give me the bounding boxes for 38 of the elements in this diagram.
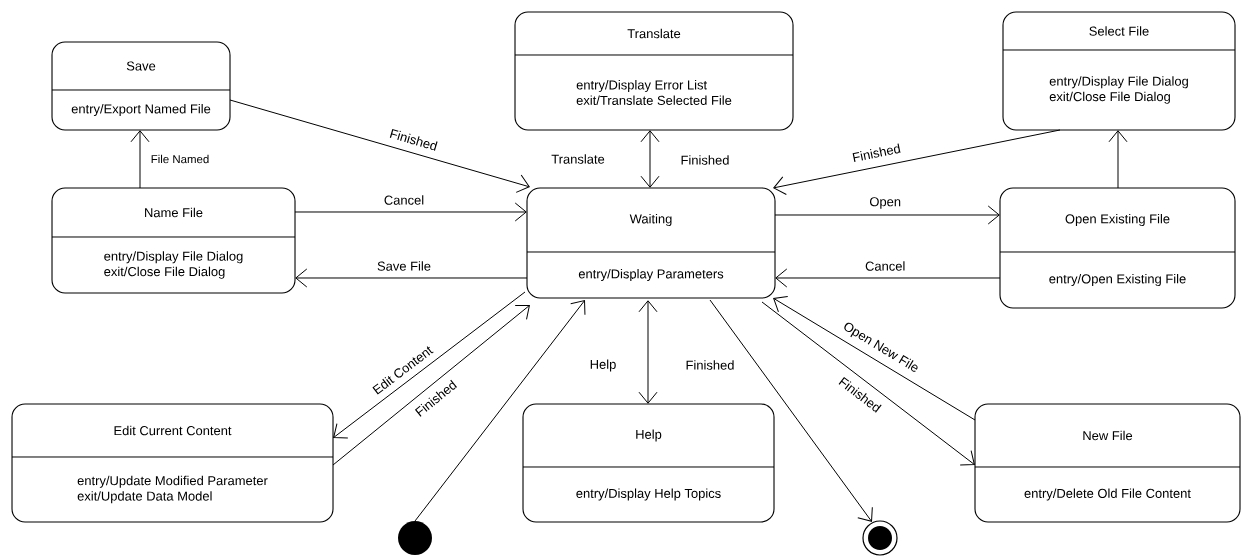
transition-arrow	[333, 291, 526, 439]
edge-label: Help	[588, 358, 618, 373]
transition-arrow	[294, 202, 527, 222]
initial-state	[398, 521, 432, 555]
transition-arrow	[640, 130, 660, 188]
state-box: Help entry/Display Help Topics	[522, 403, 775, 523]
edge-label: Finished	[850, 142, 903, 164]
transition-label: Finished	[684, 359, 736, 371]
state-box: Select File entry/Display File Dialog exit/Close File Dialog	[1002, 11, 1236, 131]
state-box: Open Existing File entry/Open Existing File	[999, 187, 1236, 309]
transition-arrow	[1108, 130, 1128, 189]
transition-arrow	[229, 99, 530, 193]
transition-arrow	[773, 129, 1061, 195]
final-state	[862, 520, 898, 556]
edge-label: File Named	[149, 153, 211, 165]
state-box: New File entry/Delete Old File Content	[974, 403, 1241, 523]
state-box: Save entry/Export Named File	[51, 41, 231, 131]
edge-label: Cancel	[382, 194, 426, 206]
edge-label: Save File	[376, 260, 432, 272]
transition-arrow	[332, 304, 530, 466]
transition-arrow	[775, 268, 1001, 288]
state-box: Translate entry/Display Error List exit/Translate Selected File	[514, 11, 794, 131]
transition-arrow	[774, 205, 1000, 225]
state-box: Edit Current Content entry/Update Modified Parameter exit/Update Data Model	[11, 403, 334, 523]
transition-arrow	[761, 301, 975, 466]
transition-arrow	[414, 300, 586, 522]
transition-arrow	[709, 299, 873, 522]
transition-arrow	[295, 268, 528, 288]
transition-arrow	[773, 295, 976, 421]
edge-label: Open	[868, 196, 903, 210]
transition-arrow	[638, 300, 658, 404]
state-box: Name File entry/Display File Dialog exit/Close File Dialog	[51, 187, 296, 294]
edge-label: Translate	[550, 153, 606, 165]
transition-arrow	[130, 130, 150, 189]
transition-label: Finished	[679, 154, 731, 166]
edge-label: Cancel	[864, 260, 907, 272]
state-box: Waiting entry/Display Parameters	[526, 187, 776, 299]
edge-label: Finished	[387, 127, 440, 153]
